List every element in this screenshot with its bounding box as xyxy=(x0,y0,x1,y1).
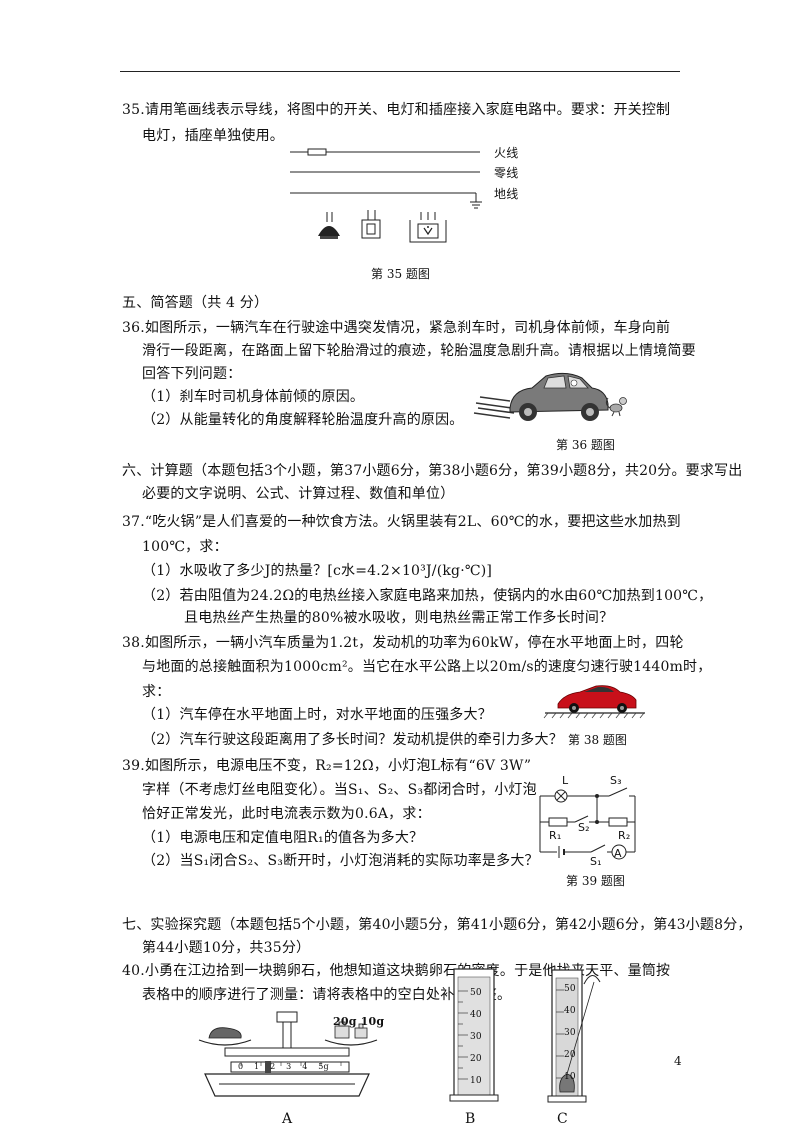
figure-c-label: C xyxy=(557,1111,568,1127)
cylinder-tick: 50 xyxy=(470,988,482,998)
label-s1: S₁ xyxy=(590,855,602,868)
animal-icon xyxy=(605,397,627,417)
q38-line1: 38.如图所示，一辆小汽车质量为1.2t，发动机的功率为60kW，停在水平地面上… xyxy=(122,635,684,651)
switch-s1-symbol xyxy=(590,844,607,856)
q37-sub2a: （2）若由阻值为24.2Ω的电热丝接入家庭电路来加热，使锅内的水由60℃加热到1… xyxy=(142,588,713,604)
q36-line1: 36.如图所示，一辆汽车在行驶途中遇突发情况，紧急刹车时，司机身体前倾，车身向前 xyxy=(122,320,671,336)
scale-tick: 4 xyxy=(302,1062,308,1071)
section6-line2: 必要的文字说明、公式、计算过程、数值和单位） xyxy=(142,486,455,502)
skid-marks xyxy=(473,396,515,419)
q37-sub2b: 且电热丝产生热量的80%被水吸收，则电热丝需正常工作多长时间？ xyxy=(184,610,614,626)
scale-tick: 5g xyxy=(318,1062,329,1071)
scale-tick-labels: 0 1 2 3 4 5g xyxy=(238,1058,329,1076)
label-s3: S₃ xyxy=(610,774,622,787)
ammeter-symbol xyxy=(611,844,627,860)
cylinder-b-figure xyxy=(449,968,499,1102)
cylinder-tick: 20 xyxy=(470,1054,482,1064)
section5-title: 五、简答题（共 4 分） xyxy=(122,295,269,311)
switch-s3-symbol xyxy=(608,787,629,800)
cylinder-tick: 40 xyxy=(564,1006,576,1016)
scale-tick: 1 xyxy=(254,1062,260,1071)
scale-tick: 3 xyxy=(286,1062,292,1071)
q36-car-figure xyxy=(473,372,627,421)
q36-sub2: （2）从能量转化的角度解释轮胎温度升高的原因。 xyxy=(142,412,464,428)
balance-icon xyxy=(198,1011,378,1097)
q35-caption: 第 35 题图 xyxy=(371,267,430,281)
label-live-wire: 火线 xyxy=(494,146,519,160)
q39-sub2: （2）当S₁闭合S₂、S₃断开时，小灯泡消耗的实际功率是多大？ xyxy=(142,853,539,869)
label-ammeter: A xyxy=(614,847,622,860)
q35-line1: 35.请用笔画线表示导线，将图中的开关、电灯和插座接入家庭电路中。要求：开关控制 xyxy=(122,102,671,118)
battery-symbol xyxy=(557,844,565,860)
scale-tick: 2 xyxy=(270,1062,276,1071)
q37-line2: 100℃，求： xyxy=(142,539,228,555)
graduated-cylinder-icon xyxy=(449,968,499,1102)
balance-figure xyxy=(198,1011,378,1097)
q38-caption: 第 38 题图 xyxy=(568,733,627,747)
page-number: 4 xyxy=(674,1054,682,1068)
q39-sub1: （1）电源电压和定值电阻R₁的值各为多大？ xyxy=(142,830,424,846)
cylinder-tick: 30 xyxy=(564,1028,576,1038)
cylinder-c-figure xyxy=(547,969,601,1103)
figure-b-label: B xyxy=(465,1111,476,1127)
section6-line1: 六、计算题（本题包括3个小题，第37小题6分，第38小题6分，第39小题8分，共… xyxy=(122,463,743,479)
lamp-icon xyxy=(318,212,340,239)
q36-line3: 回答下列问题： xyxy=(142,366,242,382)
lamp-symbol xyxy=(554,789,568,803)
graduated-cylinder-with-stone-icon xyxy=(547,969,601,1103)
q37-line1: 37.“吃火锅”是人们喜爱的一种饮食方法。火锅里装有2L、60℃的水，要把这些水… xyxy=(122,514,681,530)
q38-line2: 与地面的总接触面积为1000cm²。当它在水平公路上以20m/s的速度匀速行驶1… xyxy=(142,659,712,675)
section7-line1: 七、实验探究题（本题包括5个小题，第40小题5分，第41小题6分，第42小题6分… xyxy=(122,917,752,933)
q35-line2: 电灯，插座单独使用。 xyxy=(142,128,284,144)
q40-line2: 表格中的顺序进行了测量：请将表格中的空白处补充完整。 xyxy=(142,987,512,1003)
label-s2: S₂ xyxy=(578,821,590,834)
weights-label: 20g 10g xyxy=(333,1015,385,1028)
header-rule xyxy=(120,71,680,72)
section7-line2: 第44小题10分，共35分） xyxy=(142,940,311,956)
q38-sub2: （2）汽车行驶这段距离用了多长时间？发动机提供的牵引力多大？ xyxy=(142,732,563,748)
sports-car-icon xyxy=(557,685,637,713)
cylinder-tick: 30 xyxy=(470,1032,482,1042)
label-ground-wire: 地线 xyxy=(494,187,519,201)
q39-caption: 第 39 题图 xyxy=(566,874,625,888)
label-neutral-wire: 零线 xyxy=(494,166,519,180)
label-r2: R₂ xyxy=(618,829,631,842)
q36-caption: 第 36 题图 xyxy=(556,438,615,452)
cylinder-tick: 10 xyxy=(564,1072,576,1082)
label-r1: R₁ xyxy=(549,829,562,842)
q39-line1: 39.如图所示，电源电压不变，R₂=12Ω，小灯泡L标有“6V 3W” xyxy=(122,758,532,774)
label-lamp-l: L xyxy=(562,774,569,787)
socket-icon xyxy=(409,212,447,243)
q38-car-figure xyxy=(543,685,645,719)
q36-sub1: （1）刹车时司机身体前倾的原因。 xyxy=(142,389,365,405)
q38-sub1: （1）汽车停在水平地面上时，对水平地面的压强多大？ xyxy=(142,707,492,723)
q38-line3: 求： xyxy=(142,684,171,700)
q35-circuit-figure xyxy=(290,148,482,243)
q39-circuit-figure xyxy=(539,787,636,860)
car-icon xyxy=(509,372,609,421)
q36-line2: 滑行一段距离，在路面上留下轮胎滑过的痕迹，轮胎温度急剧升高。请根据以上情境简要 xyxy=(142,343,696,359)
switch-icon xyxy=(361,210,381,239)
cylinder-tick: 10 xyxy=(470,1076,482,1086)
q40-line1: 40.小勇在江边拾到一块鹅卵石，他想知道这块鹅卵石的密度。于是他找来天平、量筒按 xyxy=(122,963,671,979)
q39-line3: 恰好正常发光，此时电流表示数为0.6A，求： xyxy=(142,806,431,822)
figure-a-label: A xyxy=(282,1111,293,1127)
cylinder-tick: 50 xyxy=(564,984,576,994)
q39-line2: 字样（不考虑灯丝电阻变化）。当S₁、S₂、S₃都闭合时，小灯泡 xyxy=(142,782,537,798)
scale-tick: 0 xyxy=(238,1062,244,1071)
cylinder-b-ticks: 50 40 30 20 10 xyxy=(470,982,490,1092)
q37-sub1: （1）水吸收了多少J的热量？[c水=4.2×10³J/(kg·℃)] xyxy=(142,563,493,579)
cylinder-c-ticks: 50 40 30 20 10 xyxy=(564,978,584,1088)
cylinder-tick: 20 xyxy=(564,1050,576,1060)
cylinder-tick: 40 xyxy=(470,1010,482,1020)
